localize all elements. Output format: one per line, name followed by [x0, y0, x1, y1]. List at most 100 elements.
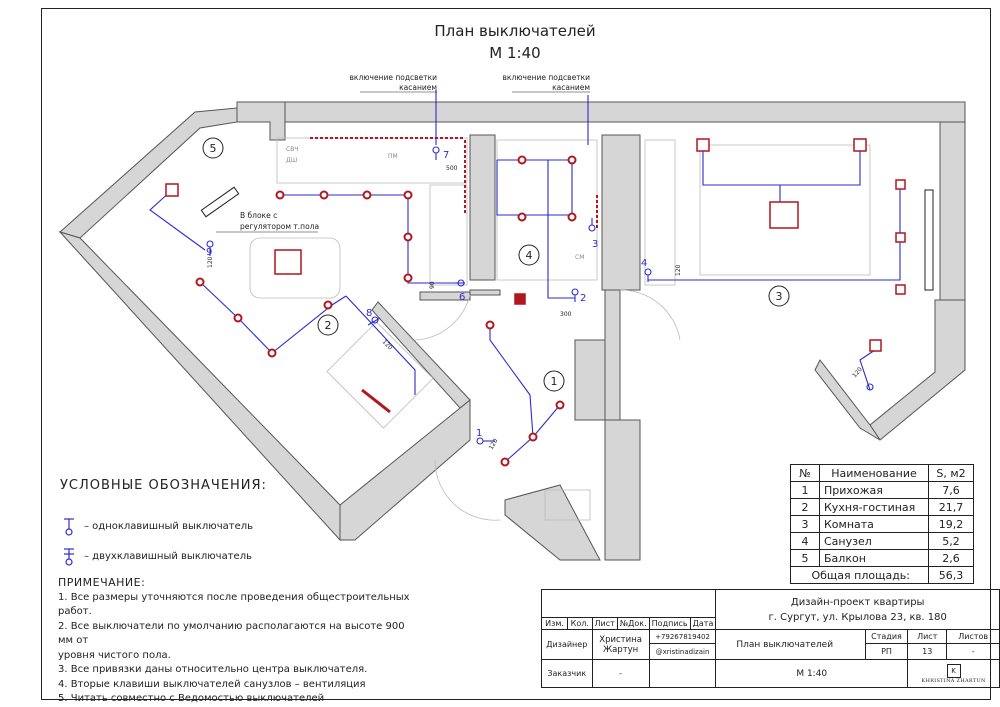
tb-col-list: Лист — [591, 617, 618, 630]
tb-stage-label: Стадия — [864, 629, 909, 644]
room-tags — [202, 137, 790, 392]
tb-sheets: - — [946, 643, 1000, 660]
areas-total: Общая площадь: 56,3 — [790, 566, 974, 584]
switch-label-6: 6 — [459, 292, 465, 303]
switch-2-icon — [571, 288, 579, 302]
ceiling-lights — [195, 155, 577, 467]
appliance-microwave: СВЧ — [286, 146, 298, 153]
switch-4-icon — [644, 268, 652, 282]
note-3: 3. Все привязки даны относительно центра… — [58, 664, 368, 675]
cell: 7,6 — [928, 481, 974, 499]
single-switch-icon — [64, 518, 74, 536]
switch-6-icon — [455, 279, 465, 287]
room-tag-4: 4 — [526, 249, 533, 262]
note-1: 1. Все размеры уточняются после проведен… — [58, 591, 410, 618]
cell: Комната — [819, 515, 929, 533]
backlight-strips — [310, 137, 598, 414]
legend-single: – одноклавишный выключатель — [60, 511, 360, 541]
tb-blank — [540, 589, 717, 618]
legend-heading: УСЛОВНЫЕ ОБОЗНАЧЕНИЯ: — [60, 478, 267, 493]
room-tag-1: 1 — [551, 375, 558, 388]
total-value: 56,3 — [928, 566, 974, 584]
callout-backlight-left-2: касанием — [399, 83, 437, 92]
callout-thermostat-1: В блоке с — [240, 211, 277, 220]
radiator — [200, 186, 240, 218]
dim-120-loggia: 120 — [207, 256, 214, 268]
tb-sheets-label: Листов — [946, 629, 1000, 644]
switch-label-1: 1 — [476, 428, 482, 439]
wiring — [149, 90, 901, 463]
note-4: 4. Вторые клавиши выключателей санузлов … — [58, 678, 366, 690]
dim-500: 500 — [446, 165, 458, 172]
tb-col-kol: Кол. — [567, 617, 593, 630]
callout-backlight-right-2: касанием — [552, 83, 590, 92]
cell: 19,2 — [928, 515, 974, 533]
cell: Балкон — [819, 549, 929, 567]
room-tag-2: 2 — [325, 319, 332, 332]
tb-designer-name: Христина Жартун — [591, 629, 650, 660]
tb-stage: РП — [864, 643, 909, 660]
walls — [58, 101, 966, 561]
switch-label-4: 4 — [641, 258, 647, 269]
cell: Прихожая — [819, 481, 929, 499]
note-2b: уровня чистого пола. — [58, 649, 171, 661]
window — [924, 189, 934, 291]
legend: УСЛОВНЫЕ ОБОЗНАЧЕНИЯ: – одноклавишный вы… — [60, 478, 360, 571]
dim-120-room3: 120 — [675, 264, 682, 276]
switch-label-2: 2 — [580, 293, 586, 304]
tb-empty — [648, 659, 717, 688]
tb-sheet: 13 — [907, 643, 948, 660]
wall-lights — [165, 138, 906, 352]
areas-col-num: № — [790, 464, 820, 482]
switch-8-icon — [367, 316, 381, 326]
tb-project: Дизайн-проект квартиры — [790, 596, 925, 608]
dim-120-room2: 120 — [381, 338, 394, 351]
tb-col-sign: Подпись — [648, 617, 691, 630]
drawing-title: План выключателей М 1:40 — [400, 20, 630, 64]
title-line-2: М 1:40 — [489, 44, 541, 62]
tb-sheet-label: Лист — [907, 629, 948, 644]
switch-3-icon — [588, 218, 596, 232]
switch-label-9: 9 — [206, 247, 212, 258]
legend-single-label: – одноклавишный выключатель — [84, 520, 254, 532]
legend-double: – двухклавишный выключатель — [60, 541, 360, 571]
room-tag-3: 3 — [776, 290, 783, 303]
dim-90: 90 — [429, 281, 436, 289]
appliance-oven: ДШ — [286, 157, 297, 164]
tb-col-date: Дата — [689, 617, 717, 630]
cell: 3 — [790, 515, 820, 533]
tb-designer-label: Дизайнер — [541, 629, 593, 660]
areas-col-area: S, м2 — [928, 464, 974, 482]
title-line-1: План выключателей — [434, 22, 596, 40]
dim-300: 300 — [560, 311, 572, 318]
dim-120-hall: 120 — [488, 437, 500, 451]
tb-client: - — [591, 659, 650, 688]
cell: 4 — [790, 532, 820, 550]
tb-insta: @xristinadizain — [648, 643, 717, 660]
switch-label-3: 3 — [592, 239, 598, 250]
tb-address: г. Сургут, ул. Крылова 23, кв. 180 — [768, 611, 947, 623]
cell: 1 — [790, 481, 820, 499]
tb-project-cell: Дизайн-проект квартиры г. Сургут, ул. Кр… — [715, 589, 1000, 630]
cell: 2 — [790, 498, 820, 516]
notes: ПРИМЕЧАНИЕ: 1. Все размеры уточняются по… — [58, 576, 418, 707]
total-label: Общая площадь: — [790, 566, 929, 584]
switches — [206, 146, 874, 445]
switch-1-icon — [476, 437, 495, 445]
areas-header: № Наименование S, м2 — [790, 464, 974, 482]
tb-client-label: Заказчик — [541, 659, 593, 688]
note-2: 2. Все выключатели по умолчанию располаг… — [58, 620, 405, 647]
cell: Санузел — [819, 532, 929, 550]
appliance-cm: СМ — [575, 254, 584, 261]
switch-9-icon — [206, 240, 214, 256]
switch-label-7: 7 — [443, 150, 449, 161]
areas-col-name: Наименование — [819, 464, 929, 482]
cell: 5 — [790, 549, 820, 567]
sheet-frame — [41, 8, 991, 700]
